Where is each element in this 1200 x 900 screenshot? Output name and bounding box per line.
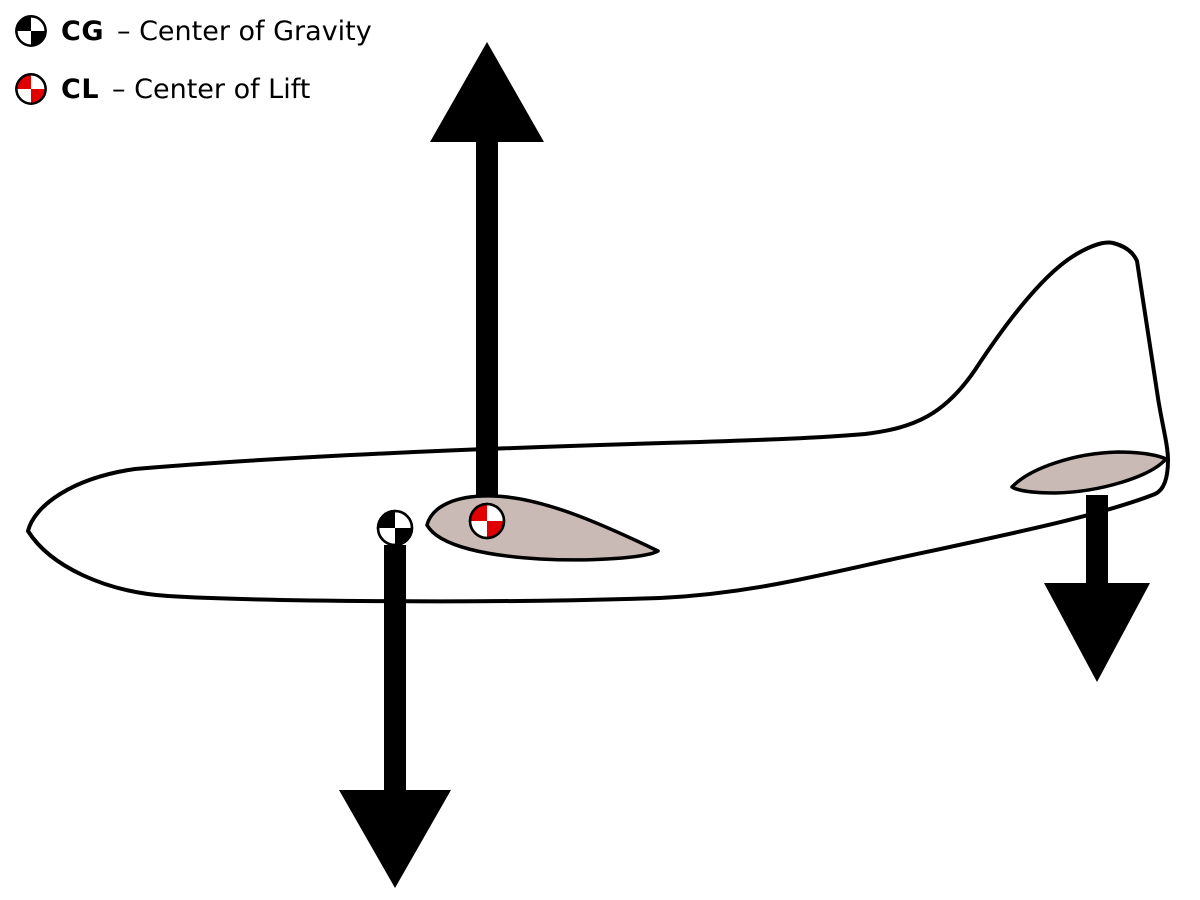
legend-row-cl: CL – Center of Lift: [14, 72, 372, 106]
legend-cl-label: – Center of Lift: [112, 73, 311, 105]
fuselage-outline: [26, 240, 1170, 604]
cg-marker: [376, 509, 414, 547]
cl-marker: [468, 502, 506, 540]
cg-marker-icon: [15, 15, 47, 47]
lift-arrow: [430, 42, 544, 497]
tail-downforce-arrow: [1044, 495, 1150, 682]
legend-cl-abbr: CL: [61, 73, 100, 105]
legend-cg-label: – Center of Gravity: [116, 15, 372, 47]
legend: CG – Center of Gravity CL – Center of Li…: [14, 14, 372, 106]
weight-arrow: [339, 545, 451, 888]
cl-marker-icon: [15, 73, 47, 105]
horizontal-stabilizer: [1010, 450, 1168, 495]
legend-cg-abbr: CG: [61, 15, 104, 47]
legend-row-cg: CG – Center of Gravity: [14, 14, 372, 48]
